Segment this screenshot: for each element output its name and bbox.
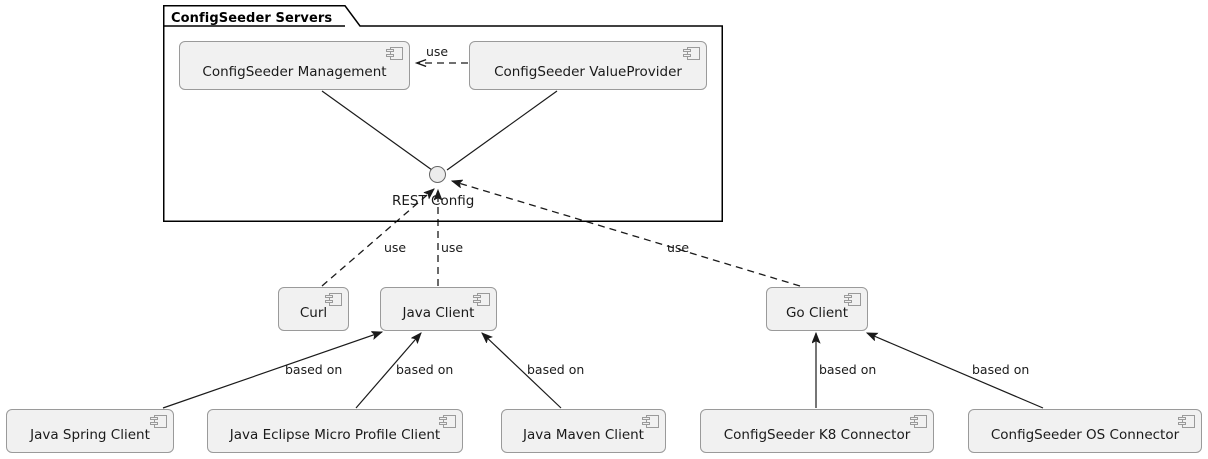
component-label: Curl bbox=[299, 305, 328, 321]
component-configseeder-os-connector[interactable]: ConfigSeeder OS Connector bbox=[968, 409, 1202, 453]
component-icon bbox=[150, 415, 167, 428]
component-java-client[interactable]: Java Client bbox=[380, 287, 497, 331]
component-label: Java Maven Client bbox=[523, 427, 644, 443]
component-label: ConfigSeeder K8 Connector bbox=[723, 427, 911, 443]
package-outline bbox=[163, 5, 723, 222]
component-curl[interactable]: Curl bbox=[278, 287, 349, 331]
component-java-eclipse-micro-profile-client[interactable]: Java Eclipse Micro Profile Client bbox=[207, 409, 463, 453]
component-configseeder-management[interactable]: ConfigSeeder Management bbox=[179, 41, 410, 90]
edge-label-based-on-emp: based on bbox=[396, 362, 454, 377]
component-label: ConfigSeeder OS Connector bbox=[990, 427, 1180, 443]
edge-label-use-curl: use bbox=[384, 240, 407, 255]
component-label: ConfigSeeder Management bbox=[202, 64, 387, 80]
component-label: ConfigSeeder ValueProvider bbox=[494, 64, 682, 80]
edge-label-based-on-spring: based on bbox=[285, 362, 343, 377]
component-icon bbox=[439, 415, 456, 428]
interface-label-rest-config: REST Config bbox=[392, 193, 475, 209]
edge-label-use-java-client: use bbox=[441, 240, 464, 255]
package-configseeder-servers: ConfigSeeder Servers bbox=[163, 5, 723, 222]
component-icon bbox=[844, 293, 861, 306]
component-java-spring-client[interactable]: Java Spring Client bbox=[6, 409, 174, 453]
component-icon bbox=[642, 415, 659, 428]
edge-label-use-go-client: use bbox=[667, 240, 690, 255]
component-go-client[interactable]: Go Client bbox=[766, 287, 868, 331]
edge-label-based-on-os: based on bbox=[972, 362, 1030, 377]
component-configseeder-valueprovider[interactable]: ConfigSeeder ValueProvider bbox=[469, 41, 707, 90]
edge-label-based-on-maven: based on bbox=[527, 362, 585, 377]
component-configseeder-k8-connector[interactable]: ConfigSeeder K8 Connector bbox=[700, 409, 934, 453]
component-icon bbox=[325, 293, 342, 306]
edge-java-spring-based-on bbox=[162, 332, 382, 409]
edge-label-use-valueprovider: use bbox=[426, 44, 449, 59]
component-icon bbox=[683, 47, 700, 60]
component-label: Go Client bbox=[785, 305, 849, 321]
component-icon bbox=[1178, 415, 1195, 428]
component-java-maven-client[interactable]: Java Maven Client bbox=[501, 409, 666, 453]
package-title: ConfigSeeder Servers bbox=[171, 11, 333, 26]
edge-label-based-on-k8: based on bbox=[819, 362, 877, 377]
component-label: Java Client bbox=[402, 305, 475, 321]
component-label: Java Eclipse Micro Profile Client bbox=[229, 427, 441, 443]
interface-ball-rest-config[interactable] bbox=[429, 166, 446, 183]
component-label: Java Spring Client bbox=[30, 427, 150, 443]
component-icon bbox=[910, 415, 927, 428]
component-icon bbox=[386, 47, 403, 60]
component-icon bbox=[473, 293, 490, 306]
